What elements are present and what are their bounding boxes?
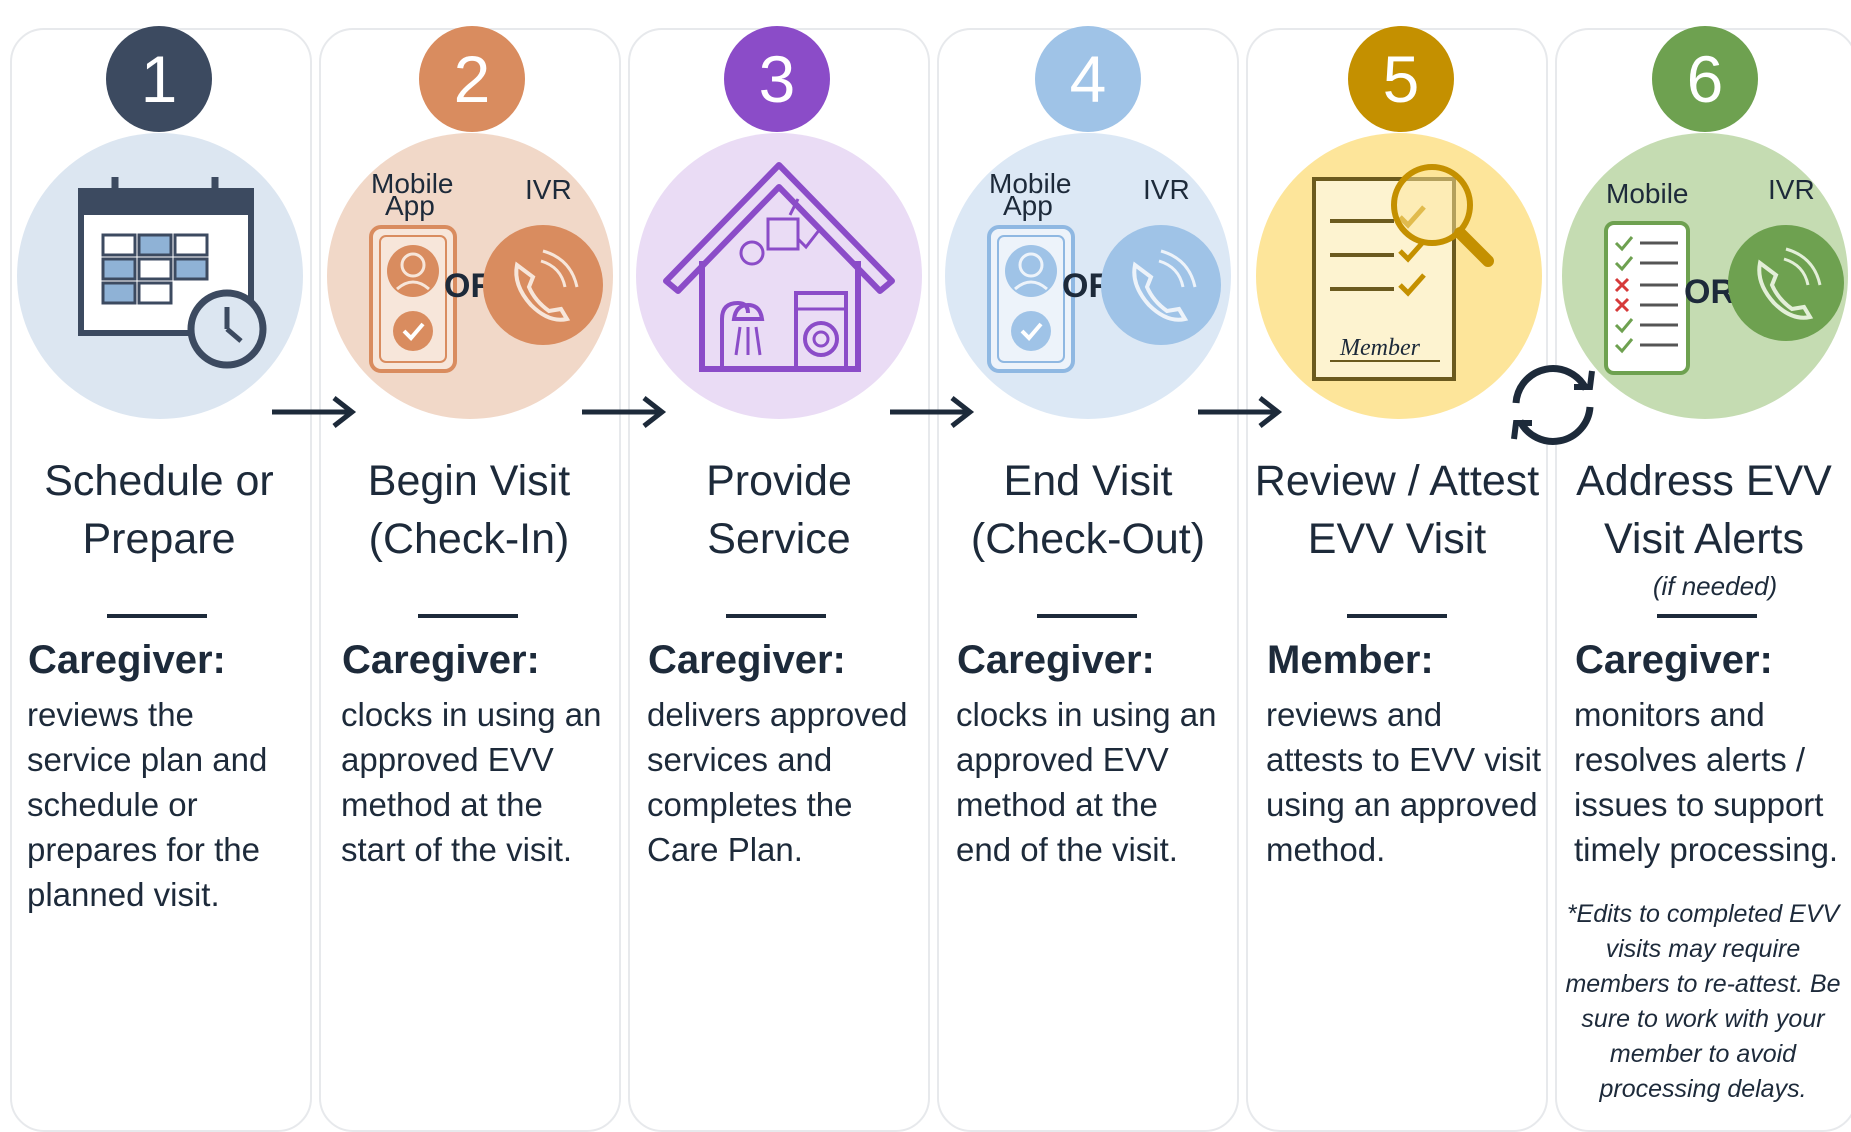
ivr-label: IVR — [1768, 174, 1815, 205]
step-role-3: Caregiver: — [648, 638, 846, 682]
mobile-app-label-line2: App — [385, 190, 435, 221]
step-icon-circle-1 — [17, 133, 303, 419]
step-icon-circle-2: Mobile App IVR OR — [327, 133, 613, 419]
member-signature: Member — [1339, 335, 1421, 361]
step-title-note-6: (if needed) — [1652, 571, 1778, 601]
or-label: OR — [1684, 273, 1735, 311]
step-divider-1 — [107, 614, 207, 618]
step-icon-circle-4: Mobile App IVR OR — [945, 133, 1231, 419]
arrow-right-icon — [272, 396, 357, 428]
mobile-app-label-line1: Mobile — [989, 168, 1071, 199]
arrow-right-icon — [1198, 396, 1283, 428]
footnote: *Edits to completed EVV visits may requi… — [1565, 900, 1841, 1103]
step-number-badge-6: 6 — [1652, 26, 1758, 132]
step-title-4: End Visit(Check-Out) — [970, 457, 1206, 563]
document-review-icon: Member — [1312, 164, 1494, 381]
step-role-2: Caregiver: — [342, 638, 540, 682]
mobile-app-label-line1: Mobile — [371, 168, 453, 199]
step-divider-3 — [726, 614, 826, 618]
cycle-arrows-icon — [1511, 365, 1595, 445]
arrow-right-icon — [582, 396, 667, 428]
mobile-app-label-line2: App — [1003, 190, 1053, 221]
ivr-label: IVR — [1143, 174, 1190, 205]
mobile-app-or-phone-icon: Mobile App IVR OR — [987, 168, 1221, 373]
mobile-label: Mobile — [1606, 178, 1688, 209]
step-role-6: Caregiver: — [1575, 638, 1773, 682]
step-divider-2 — [418, 614, 518, 618]
checklist-or-phone-icon: Mobile IVR OR — [1604, 174, 1844, 375]
step-number-badge-1: 1 — [106, 26, 212, 132]
step-role-1: Caregiver: — [28, 638, 226, 682]
step-divider-5 — [1347, 614, 1447, 618]
step-number-badge-3: 3 — [724, 26, 830, 132]
step-number-badge-5: 5 — [1348, 26, 1454, 132]
arrow-right-icon — [890, 396, 975, 428]
step-role-4: Caregiver: — [957, 638, 1155, 682]
step-icon-circle-6: Mobile IVR OR — [1562, 133, 1848, 419]
step-number-badge-2: 2 — [419, 26, 525, 132]
step-divider-4 — [1037, 614, 1137, 618]
step-title-2: Begin Visit(Check-In) — [367, 457, 571, 563]
step-icon-circle-5: Member — [1256, 133, 1542, 419]
home-service-icon — [663, 162, 895, 372]
calendar-clock-icon — [78, 177, 267, 369]
step-number-badge-4: 4 — [1035, 26, 1141, 132]
mobile-app-or-phone-icon: Mobile App IVR OR — [369, 168, 603, 373]
step-role-5: Member: — [1267, 638, 1434, 682]
step-icon-circle-3 — [636, 133, 922, 419]
ivr-label: IVR — [525, 174, 572, 205]
step-divider-6 — [1657, 614, 1757, 618]
